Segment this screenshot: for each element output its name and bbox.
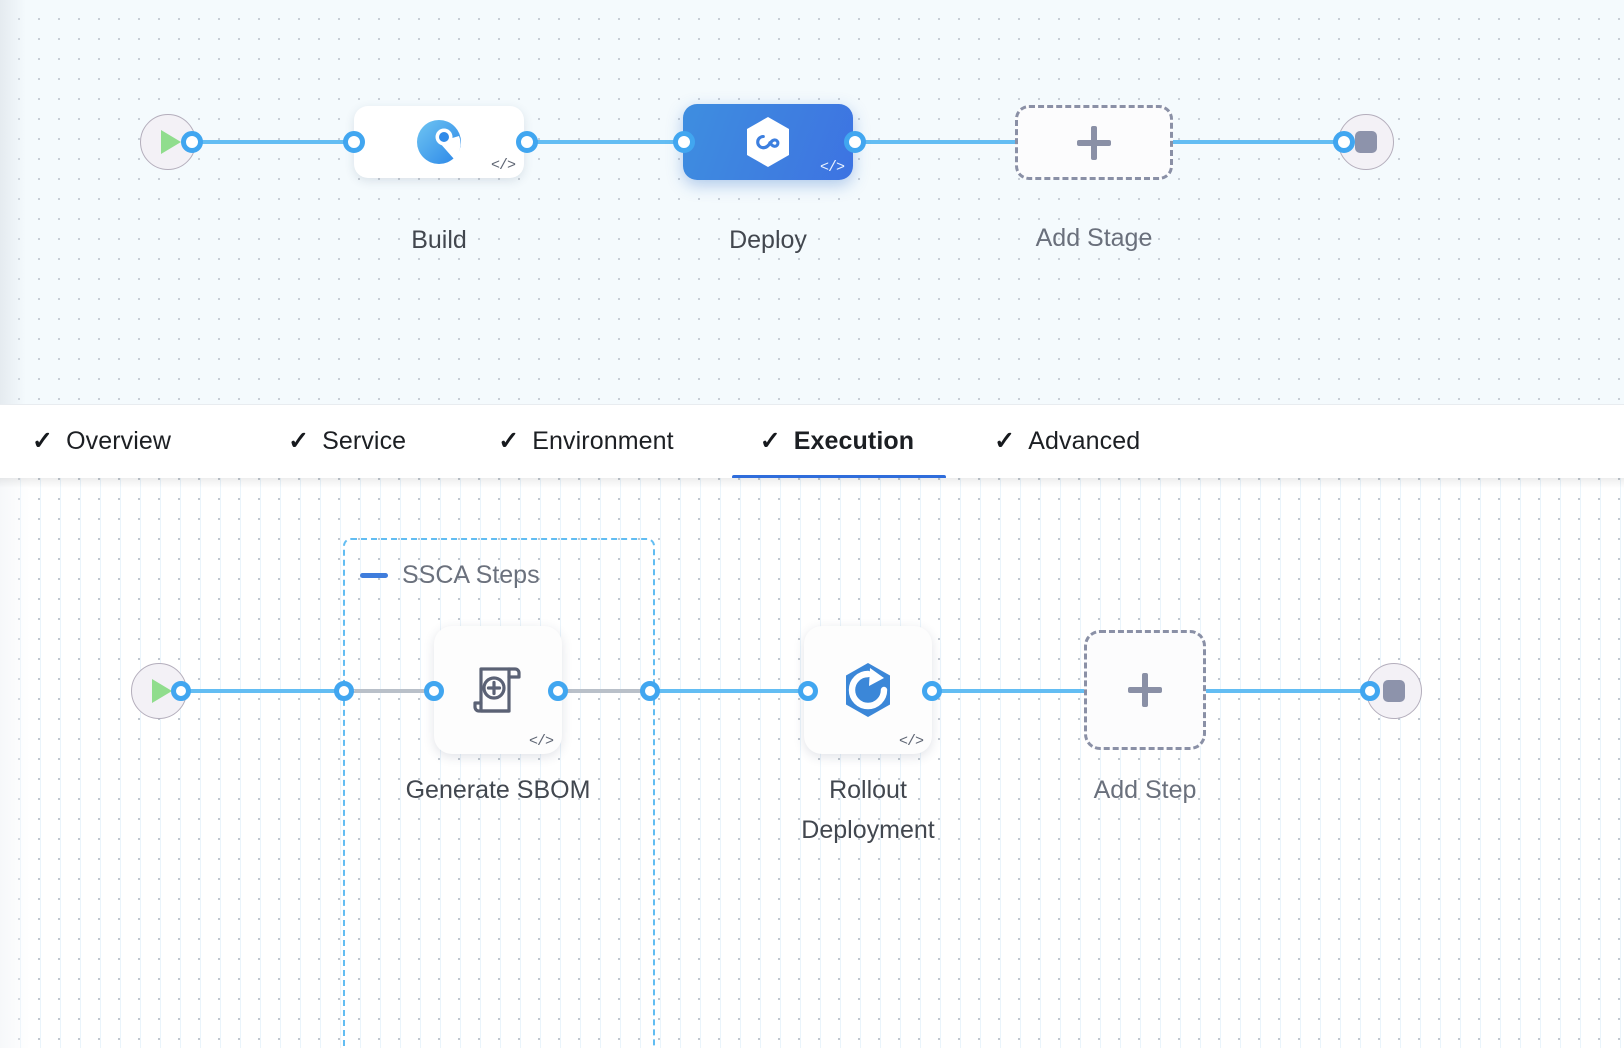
port-start-out[interactable]: [181, 131, 203, 153]
sbom-code-badge[interactable]: </>: [528, 733, 554, 750]
add-stage-label: Add Stage: [1035, 224, 1153, 252]
rollout-code-badge[interactable]: </>: [898, 733, 924, 750]
edge-start-to-build: [190, 140, 365, 144]
port-step-start-out[interactable]: [171, 681, 191, 701]
port-rollout-out[interactable]: [922, 681, 942, 701]
step-group-header[interactable]: SSCA Steps: [360, 561, 540, 590]
build-code-badge[interactable]: </>: [490, 157, 516, 174]
stage-label-build: Build: [411, 226, 467, 254]
stage-node-build[interactable]: </>: [354, 106, 524, 178]
check-icon: ✓: [288, 427, 310, 455]
build-pie-icon: [417, 120, 461, 164]
stage-config-tabs: ✓ Overview ✓ Service ✓ Environment ✓ Exe…: [0, 404, 1624, 479]
sbom-scroll-plus-icon: [473, 667, 521, 713]
edge-start-to-group: [178, 689, 350, 693]
deploy-code-badge[interactable]: </>: [819, 159, 845, 176]
plus-icon: [1128, 673, 1162, 707]
step-node-generate-sbom[interactable]: </>: [434, 626, 562, 754]
port-rollout-in[interactable]: [798, 681, 818, 701]
step-node-rollout-deployment[interactable]: </>: [804, 626, 932, 754]
port-end-in[interactable]: [1333, 131, 1355, 153]
edge-addstep-to-end: [1205, 689, 1375, 693]
stage-start-node[interactable]: [140, 114, 196, 170]
add-step-button[interactable]: [1084, 630, 1206, 750]
stage-label-deploy: Deploy: [729, 226, 807, 254]
port-build-in[interactable]: [343, 131, 365, 153]
step-group-label: SSCA Steps: [402, 561, 540, 589]
tab-overview-label: Overview: [66, 427, 172, 455]
stage-pipeline-canvas[interactable]: </> Build </> Deploy Add Stage: [0, 0, 1624, 412]
port-deploy-out[interactable]: [844, 131, 866, 153]
tab-environment-label: Environment: [532, 427, 674, 455]
edge-group-in-to-sbom: [350, 689, 436, 693]
port-build-out[interactable]: [516, 131, 538, 153]
tab-environment[interactable]: ✓ Environment: [498, 405, 674, 479]
tab-service-label: Service: [322, 427, 407, 455]
minus-icon[interactable]: [360, 573, 388, 578]
execution-steps-canvas[interactable]: SSCA Steps </> Generate: [0, 478, 1624, 1048]
edge-addstage-to-end: [1160, 140, 1360, 144]
stop-icon: [1355, 131, 1377, 153]
edge-group-to-rollout: [650, 689, 815, 693]
check-icon: ✓: [32, 427, 54, 455]
port-step-end-in[interactable]: [1360, 681, 1380, 701]
port-deploy-in[interactable]: [673, 131, 695, 153]
tab-service[interactable]: ✓ Service: [288, 405, 406, 479]
check-icon: ✓: [759, 427, 781, 455]
edge-deploy-to-addstage: [840, 140, 1030, 144]
stage-node-deploy[interactable]: </>: [683, 104, 853, 180]
stop-icon: [1383, 680, 1405, 702]
port-sbom-in[interactable]: [424, 681, 444, 701]
tab-execution-label: Execution: [793, 427, 915, 455]
play-icon: [151, 679, 172, 703]
add-stage-button[interactable]: [1015, 105, 1173, 180]
tab-underline-active: [731, 474, 947, 479]
edge-build-to-deploy: [520, 140, 700, 144]
port-group-in[interactable]: [334, 681, 354, 701]
tab-overview[interactable]: ✓ Overview: [32, 405, 171, 479]
edge-rollout-to-addstep: [925, 689, 1090, 693]
step-label-rollout-deployment: Rollout Deployment: [801, 776, 935, 844]
step-label-generate-sbom: Generate SBOM: [405, 776, 591, 804]
check-icon: ✓: [498, 427, 520, 455]
deploy-infinity-hex-icon: [747, 117, 789, 167]
tab-advanced-label: Advanced: [1028, 427, 1141, 455]
edge-sbom-to-group-out: [560, 689, 652, 693]
check-icon: ✓: [994, 427, 1016, 455]
plus-icon: [1077, 125, 1111, 160]
port-sbom-out[interactable]: [548, 681, 568, 701]
rollout-hex-arrow-icon: [846, 663, 890, 717]
tab-advanced[interactable]: ✓ Advanced: [994, 405, 1140, 479]
add-step-label: Add Step: [1093, 776, 1197, 804]
step-group-ssca[interactable]: [343, 538, 655, 1048]
play-icon: [160, 130, 181, 154]
tab-execution[interactable]: ✓ Execution: [731, 405, 947, 479]
port-group-out[interactable]: [640, 681, 660, 701]
